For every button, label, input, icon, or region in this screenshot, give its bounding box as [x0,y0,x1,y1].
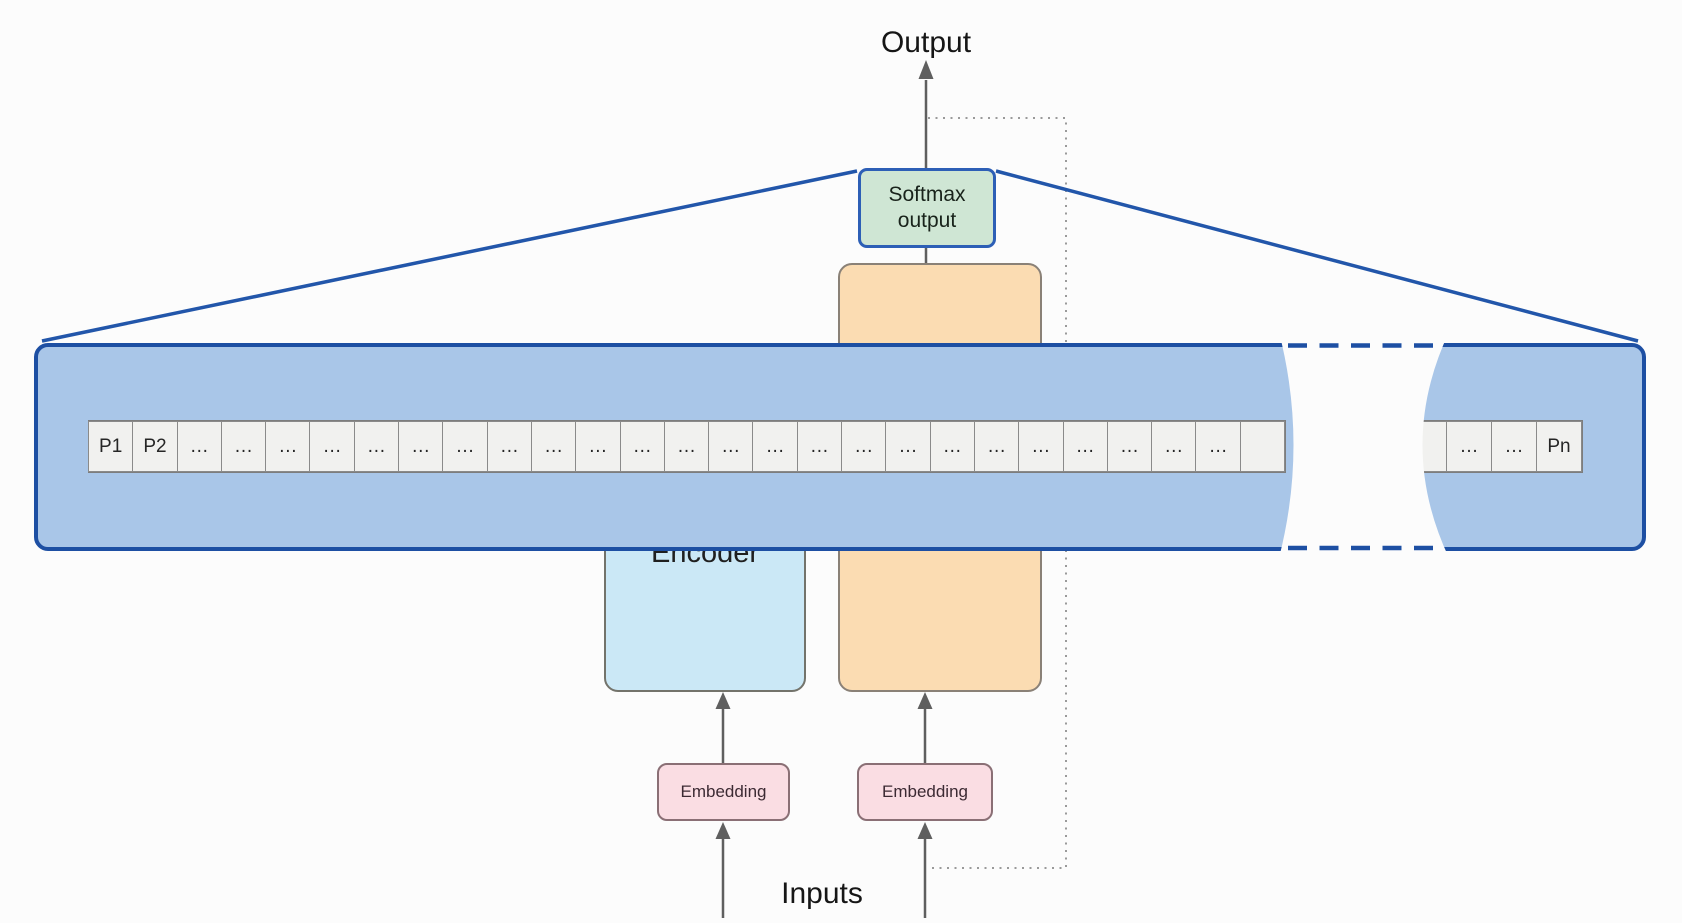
softmax-label-line1: Softmax [888,183,966,206]
probability-cell: … [486,421,532,472]
probability-cell: … [220,421,267,472]
probability-cell: … [752,421,798,472]
output-arrow [918,60,934,168]
probability-cell: … [973,421,1020,472]
probability-cell: … [708,421,754,472]
probability-cell: … [1195,421,1241,472]
embedding-left-box: Embedding [657,763,790,821]
probability-cell: … [1062,421,1108,472]
probability-cell: … [176,421,222,472]
probability-cell: … [442,421,488,472]
probability-cell: … [1151,421,1197,472]
probability-cell: P1 [88,421,134,472]
probability-cell: … [398,421,444,472]
probability-cell: … [1106,421,1153,472]
probability-cell: … [885,421,931,472]
probability-cell-strip-right: ……Pn [1401,421,1582,472]
output-label: Output [880,26,972,59]
softmax-label-line2: output [897,209,957,232]
arrow-up-icon [918,60,934,79]
probability-cell: … [1491,421,1537,472]
probability-cell: P2 [132,421,178,472]
arrow-up-icon [715,692,731,709]
zoom-callout-line-right [995,169,1639,343]
probability-cell: … [841,421,887,472]
probability-cell: … [530,421,577,472]
probability-cell: … [309,421,355,472]
inputs-label: Inputs [781,877,863,910]
embedding-right-label: Embedding [881,782,968,801]
probability-cell [1401,421,1447,472]
embedding-right-box: Embedding [857,763,993,821]
probability-cell: … [575,421,621,472]
softmax-output-box: Softmax output [858,168,996,248]
embedding-to-decoder-arrow [917,692,933,763]
probability-cell: … [1018,421,1064,472]
probability-cell: … [353,421,400,472]
arrow-up-icon [917,822,933,839]
arrow-up-icon [715,822,731,839]
probability-cell: … [265,421,311,472]
probability-cell [1239,421,1286,472]
probability-cell: … [1446,421,1492,472]
embedding-left-label: Embedding [680,782,767,801]
probability-cell: … [796,421,843,472]
arrow-up-icon [917,692,933,709]
probability-cell: … [663,421,710,472]
probability-cell: Pn [1536,421,1582,472]
zoom-callout-line-left [41,169,858,343]
embedding-to-encoder-arrow [715,692,731,763]
probability-cell: … [929,421,975,472]
probability-cell: … [619,421,665,472]
